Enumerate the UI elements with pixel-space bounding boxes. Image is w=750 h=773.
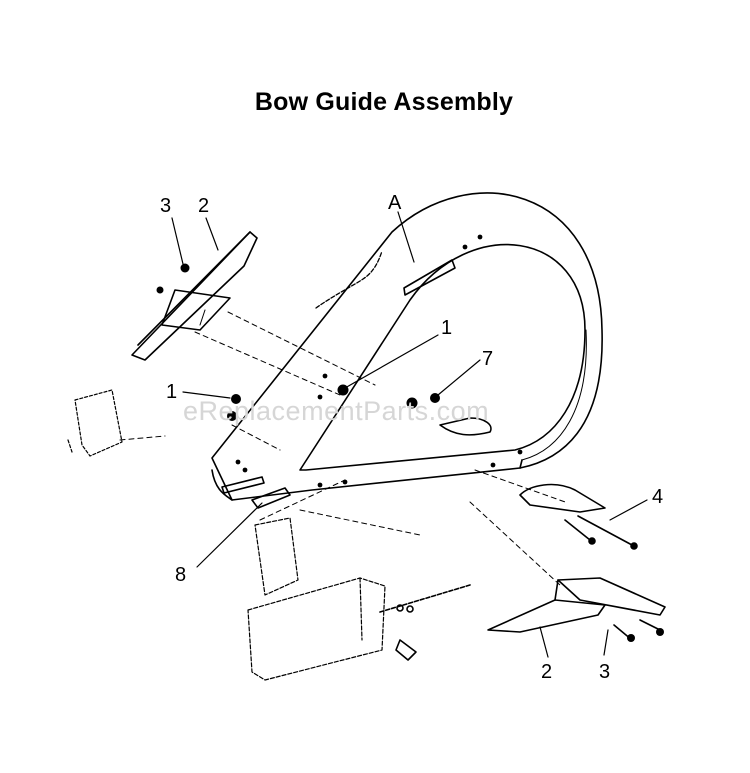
callout-leader-lines (171, 211, 648, 658)
bow-guide-part-a (211, 192, 603, 501)
callout-1-left: 1 (166, 381, 178, 403)
assembly-guide-lines (119, 311, 569, 586)
upper-guide-plate (131, 231, 258, 361)
callout-2-bottom: 2 (541, 661, 553, 683)
drive-parts (379, 584, 471, 661)
saw-housing (247, 517, 386, 681)
lower-guide-plate (487, 577, 666, 633)
callout-1-right: 1 (441, 317, 453, 339)
callout-2-top: 2 (198, 195, 210, 217)
callout-4: 4 (652, 486, 664, 508)
callout-a: A (388, 192, 402, 214)
page-title: Bow Guide Assembly (254, 88, 514, 116)
shoe-bolts (564, 515, 664, 642)
pivot-rod (251, 487, 291, 509)
bow-fasteners (156, 263, 440, 421)
watermark-text: eReplacementParts.com (183, 396, 490, 426)
callout-7: 7 (482, 348, 494, 370)
callout-3-top: 3 (160, 195, 172, 217)
left-saw-head-plate (67, 389, 123, 457)
callout-3-bottom: 3 (599, 661, 611, 683)
bow-nose-block (439, 417, 492, 436)
upper-shoe (519, 483, 606, 513)
bow-guide-mounting-holes (235, 234, 523, 488)
callout-8: 8 (175, 564, 187, 586)
